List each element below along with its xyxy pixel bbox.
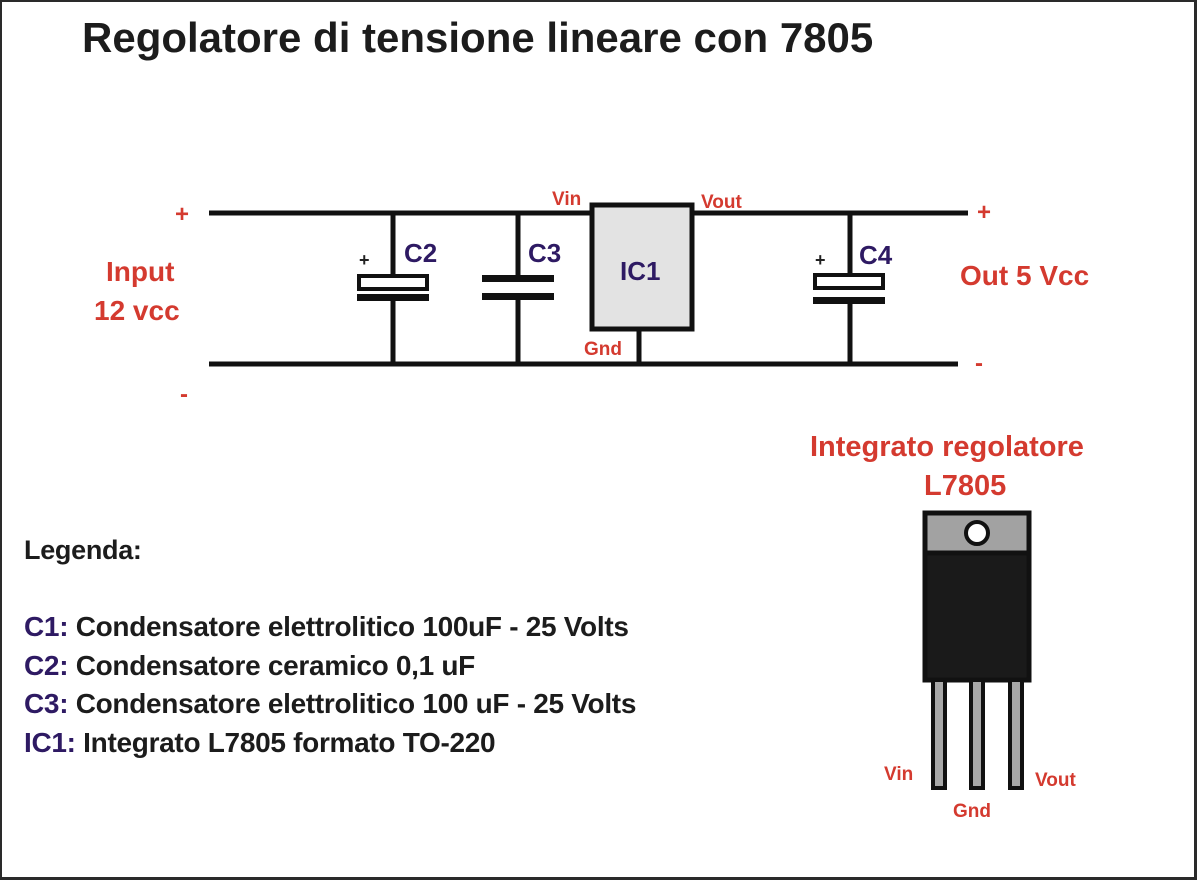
input-label-line2: 12 vcc <box>94 295 180 326</box>
output-terminal: + - Out 5 Vcc <box>960 199 1089 377</box>
legend-item-code: C1: <box>24 611 69 642</box>
legend: Legenda: C1: Condensatore elettrolitico … <box>24 535 636 762</box>
input-terminal: + - Input 12 vcc <box>94 201 189 408</box>
pin-vin-lead <box>931 678 947 790</box>
pin-gnd-label: Gnd <box>953 801 991 822</box>
pin-gnd-lead <box>969 678 985 790</box>
legend-item: C1: Condensatore elettrolitico 100uF - 2… <box>24 608 636 647</box>
c3-label: C3 <box>528 238 561 268</box>
legend-item: IC1: Integrato L7805 formato TO-220 <box>24 724 636 763</box>
ic1-vout-label: Vout <box>701 192 742 213</box>
pin-vout-label: Vout <box>1035 770 1076 791</box>
ic1-label: IC1 <box>620 256 660 286</box>
diagram-title: Regolatore di tensione lineare con 7805 <box>82 14 873 61</box>
capacitor-c4: + C4 <box>813 240 893 304</box>
legend-item: C3: Condensatore elettrolitico 100 uF - … <box>24 685 636 724</box>
ic1-vin-label: Vin <box>552 189 581 210</box>
legend-item-code: C3: <box>24 688 69 719</box>
c3-plate-top <box>482 275 554 282</box>
pin-vout-lead <box>1008 678 1024 790</box>
to220-package: Integrato regolatore L7805 Vin Gnd Vout <box>810 431 1084 822</box>
c4-negative-plate <box>813 297 885 304</box>
c4-positive-plate <box>813 273 885 290</box>
c4-label: C4 <box>859 240 893 270</box>
c2-polarity-mark: + <box>359 250 370 270</box>
wires <box>209 210 968 367</box>
legend-heading: Legenda: <box>24 535 142 565</box>
package-title-line1: Integrato regolatore <box>810 431 1084 463</box>
c2-label: C2 <box>404 238 437 268</box>
legend-item-text: Condensatore elettrolitico 100 uF - 25 V… <box>68 688 637 719</box>
input-label-line1: Input <box>106 256 174 287</box>
ic1-gnd-label: Gnd <box>584 339 622 360</box>
input-plus-sign: + <box>175 201 189 228</box>
legend-item-code: IC1: <box>24 726 76 758</box>
c3-plate-bottom <box>482 293 554 300</box>
pin-vin-label: Vin <box>884 764 913 785</box>
mounting-hole-icon <box>964 520 990 546</box>
capacitor-c2: + C2 <box>357 238 437 301</box>
input-minus-sign: - <box>180 381 188 408</box>
package-body <box>922 550 1032 683</box>
c2-negative-plate <box>357 294 429 301</box>
c4-polarity-mark: + <box>815 250 826 270</box>
legend-item-text: Condensatore ceramico 0,1 uF <box>68 649 476 681</box>
legend-item-text: Condensatore elettrolitico 100uF - 25 Vo… <box>68 611 629 642</box>
legend-item: C2: Condensatore ceramico 0,1 uF <box>24 647 636 686</box>
output-minus-sign: - <box>975 350 983 377</box>
output-label: Out 5 Vcc <box>960 260 1089 291</box>
legend-item-text: Integrato L7805 formato TO-220 <box>75 726 496 758</box>
legend-item-code: C2: <box>24 649 69 681</box>
c2-positive-plate <box>357 274 429 291</box>
ic1-regulator: IC1 Vin Vout Gnd <box>552 189 742 360</box>
package-title-line2: L7805 <box>924 470 1006 502</box>
ic1-body <box>589 202 695 332</box>
output-plus-sign: + <box>977 199 991 226</box>
capacitor-c3: C3 <box>482 238 561 300</box>
